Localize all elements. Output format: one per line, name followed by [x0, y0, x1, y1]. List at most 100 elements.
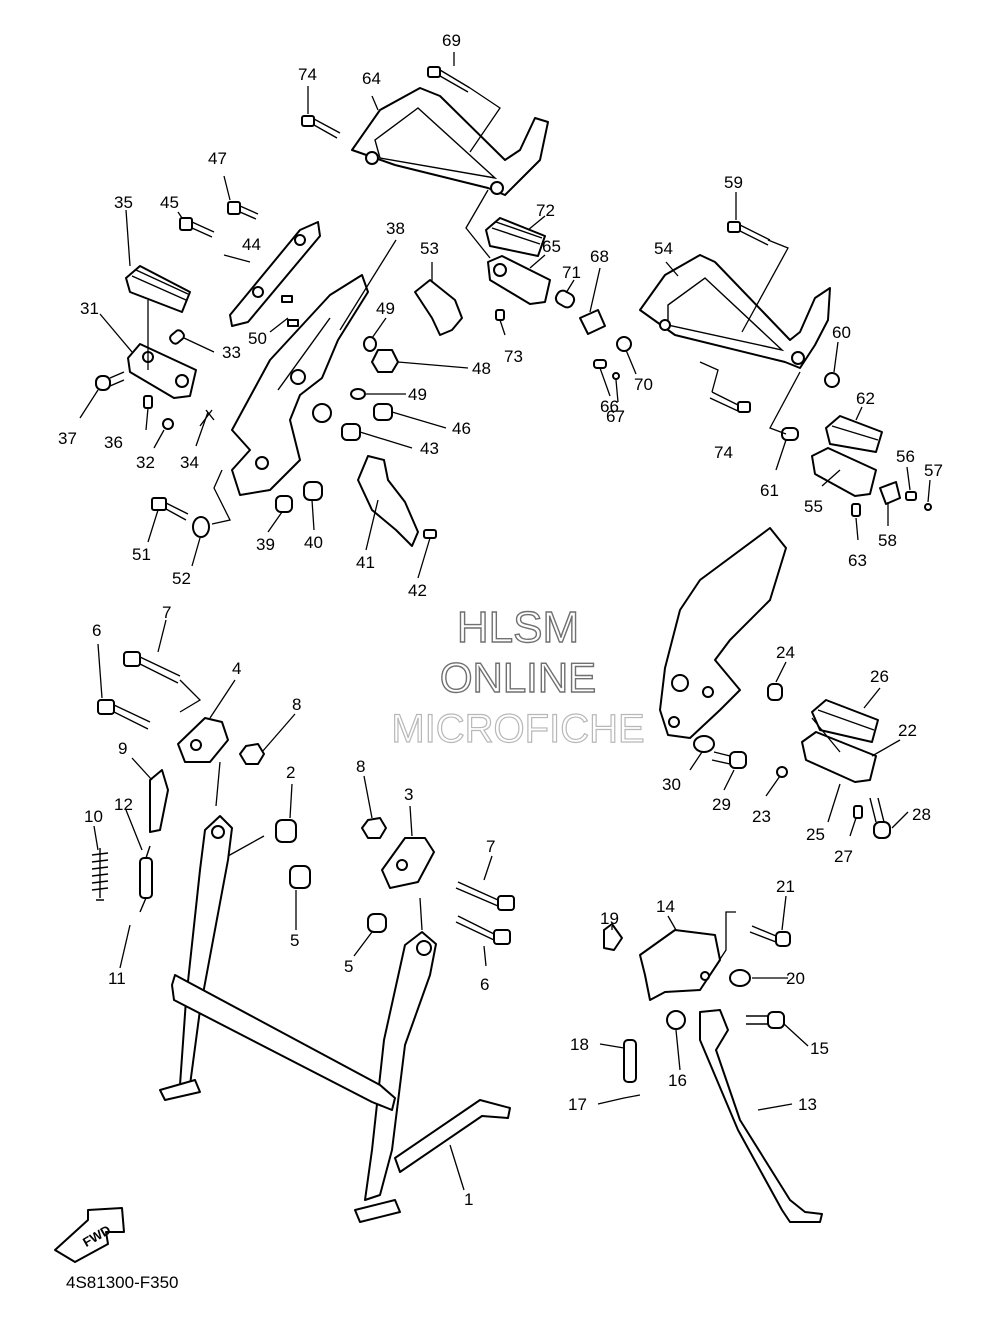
callout-65: 65 — [542, 237, 561, 256]
callout-55: 55 — [804, 497, 823, 516]
watermark: HLSM ONLINE MICROFICHE — [391, 602, 646, 751]
leader-lines — [79, 52, 931, 1191]
callout-6a: 6 — [92, 621, 101, 640]
callout-44: 44 — [242, 235, 261, 254]
small-parts-upper-middle — [495, 289, 632, 380]
callout-19: 19 — [600, 909, 619, 928]
bolt-51-washer-52-shape — [151, 497, 210, 538]
callout-5a: 5 — [290, 931, 299, 950]
callout-67: 67 — [606, 407, 625, 426]
callout-30: 30 — [662, 775, 681, 794]
callout-57: 57 — [924, 461, 943, 480]
callout-33: 33 — [222, 343, 241, 362]
callout-63: 63 — [848, 551, 867, 570]
stand-springs-shape — [91, 769, 169, 913]
callout-40: 40 — [304, 533, 323, 552]
callout-28: 28 — [912, 805, 931, 824]
callout-6b: 6 — [480, 975, 489, 994]
callout-14: 14 — [656, 897, 675, 916]
watermark-line-1: HLSM — [457, 603, 579, 652]
callout-59: 59 — [724, 173, 743, 192]
front-right-bracket-shape — [659, 527, 787, 739]
bolt-69-shape — [427, 66, 471, 93]
callout-51: 51 — [132, 545, 151, 564]
callout-64: 64 — [362, 69, 381, 88]
callout-1: 1 — [464, 1190, 473, 1209]
callout-38: 38 — [386, 219, 405, 238]
diagram-code: 4S81300-F350 — [66, 1273, 178, 1292]
callout-8b: 8 — [356, 757, 365, 776]
callout-42: 42 — [408, 581, 427, 600]
callout-20: 20 — [786, 969, 805, 988]
callout-32: 32 — [136, 453, 155, 472]
fwd-arrow: FWD — [54, 1207, 125, 1263]
callout-48: 48 — [472, 359, 491, 378]
callout-21: 21 — [776, 877, 795, 896]
callout-5b: 5 — [344, 957, 353, 976]
callout-43: 43 — [420, 439, 439, 458]
washer-60-shape — [824, 372, 840, 388]
callout-2: 2 — [286, 763, 295, 782]
callout-27: 27 — [834, 847, 853, 866]
callout-74a: 74 — [298, 65, 317, 84]
bracket-53-shape — [414, 279, 463, 336]
nuts-collars-front-left — [341, 336, 399, 441]
callout-45: 45 — [160, 193, 179, 212]
callout-11: 11 — [108, 969, 126, 988]
callout-29: 29 — [712, 795, 731, 814]
callout-41: 41 — [356, 553, 375, 572]
front-left-peg-shape — [95, 265, 215, 430]
callout-61: 61 — [760, 481, 779, 500]
callout-15: 15 — [810, 1039, 829, 1058]
bushings-nuts-shape — [239, 743, 387, 933]
callout-7b: 7 — [486, 837, 495, 856]
rear-right-peg-shape — [781, 415, 932, 517]
callout-7a: 7 — [162, 603, 171, 622]
callout-37: 37 — [58, 429, 77, 448]
callout-39: 39 — [256, 535, 275, 554]
side-stand-shape — [603, 923, 823, 1223]
callout-26: 26 — [870, 667, 889, 686]
callout-58: 58 — [878, 531, 897, 550]
callout-46: 46 — [452, 419, 471, 438]
callout-22: 22 — [898, 721, 917, 740]
callout-24: 24 — [776, 643, 795, 662]
callout-36: 36 — [104, 433, 123, 452]
rear-left-bracket-shape — [351, 87, 549, 196]
bolt-74-upper-shape — [301, 115, 341, 139]
callout-9: 9 — [118, 739, 127, 758]
bolt-59-shape — [727, 221, 771, 246]
callout-13: 13 — [798, 1095, 817, 1114]
bolt-74-lower-shape — [709, 391, 751, 413]
plate-44-shape — [179, 201, 321, 327]
heel-plate-41-shape — [357, 455, 437, 547]
callout-60: 60 — [832, 323, 851, 342]
stand-bolts-shape — [97, 651, 515, 945]
callout-52: 52 — [172, 569, 191, 588]
callout-17: 17 — [568, 1095, 587, 1114]
callout-68: 68 — [590, 247, 609, 266]
callout-25: 25 — [806, 825, 825, 844]
callout-10: 10 — [84, 807, 103, 826]
watermark-line-3: MICROFICHE — [391, 707, 644, 751]
stand-brackets-shape — [177, 717, 435, 889]
callout-49b: 49 — [408, 385, 427, 404]
spacers-39-40-shape — [275, 481, 323, 513]
callout-4: 4 — [232, 659, 241, 678]
callout-70: 70 — [634, 375, 653, 394]
callout-labels: 1 2 3 4 5 5 6 6 7 7 8 8 9 10 11 12 13 14… — [58, 31, 943, 1209]
callout-62: 62 — [856, 389, 875, 408]
callout-35: 35 — [114, 193, 133, 212]
callout-3: 3 — [404, 785, 413, 804]
callout-74b: 74 — [714, 443, 733, 462]
callout-56: 56 — [896, 447, 915, 466]
main-stand-shape — [159, 815, 511, 1223]
parts-artwork: FWD — [54, 66, 932, 1263]
callout-53: 53 — [420, 239, 439, 258]
rear-left-peg-shape — [485, 217, 551, 305]
callout-72: 72 — [536, 201, 555, 220]
callout-54: 54 — [654, 239, 673, 258]
callout-18: 18 — [570, 1035, 589, 1054]
front-left-bracket-shape — [231, 274, 369, 496]
